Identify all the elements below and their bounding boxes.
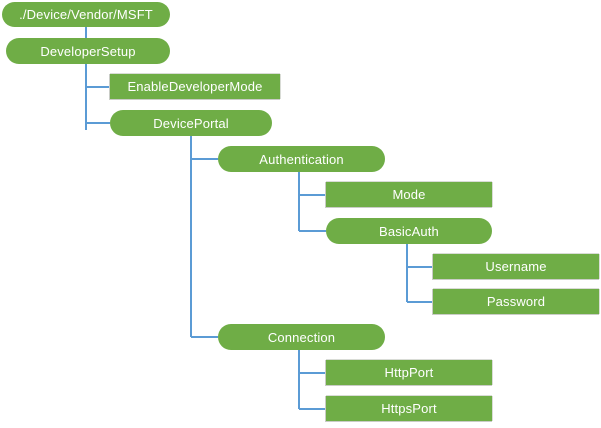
tree-node-label: Authentication	[259, 151, 344, 167]
tree-node-httpport[interactable]: HttpPort	[326, 360, 492, 385]
tree-node-username[interactable]: Username	[433, 254, 599, 279]
connector-path	[85, 64, 110, 130]
tree-node-password[interactable]: Password	[433, 289, 599, 314]
tree-node-httpsport[interactable]: HttpsPort	[326, 396, 492, 421]
tree-node-enabledevelopermode[interactable]: EnableDeveloperMode	[110, 74, 280, 99]
tree-node-label: DeveloperSetup	[40, 43, 136, 59]
tree-node-label: EnableDeveloperMode	[127, 79, 263, 94]
tree-node-deviceportal[interactable]: DevicePortal	[110, 110, 272, 136]
tree-node-label: Username	[485, 259, 547, 274]
connector-path	[298, 350, 326, 410]
connector-path	[190, 136, 218, 338]
tree-node-mode[interactable]: Mode	[326, 182, 492, 207]
tree-node-label: Password	[486, 294, 546, 309]
tree-node-root[interactable]: ./Device/Vendor/MSFT	[2, 2, 170, 27]
connector-path	[298, 172, 326, 232]
tree-node-label: DevicePortal	[153, 115, 229, 131]
tree-node-label: HttpsPort	[381, 401, 437, 416]
tree-node-developersetup[interactable]: DeveloperSetup	[6, 38, 170, 64]
tree-node-basicauth[interactable]: BasicAuth	[326, 218, 492, 244]
tree-node-label: HttpPort	[384, 365, 434, 380]
tree-node-authentication[interactable]: Authentication	[218, 146, 385, 172]
tree-node-label: ./Device/Vendor/MSFT	[19, 7, 153, 22]
tree-node-connection[interactable]: Connection	[218, 324, 385, 350]
connector-path	[406, 244, 433, 303]
tree-node-label: Connection	[267, 329, 336, 345]
tree-node-label: BasicAuth	[379, 223, 439, 239]
tree-node-label: Mode	[392, 187, 426, 202]
